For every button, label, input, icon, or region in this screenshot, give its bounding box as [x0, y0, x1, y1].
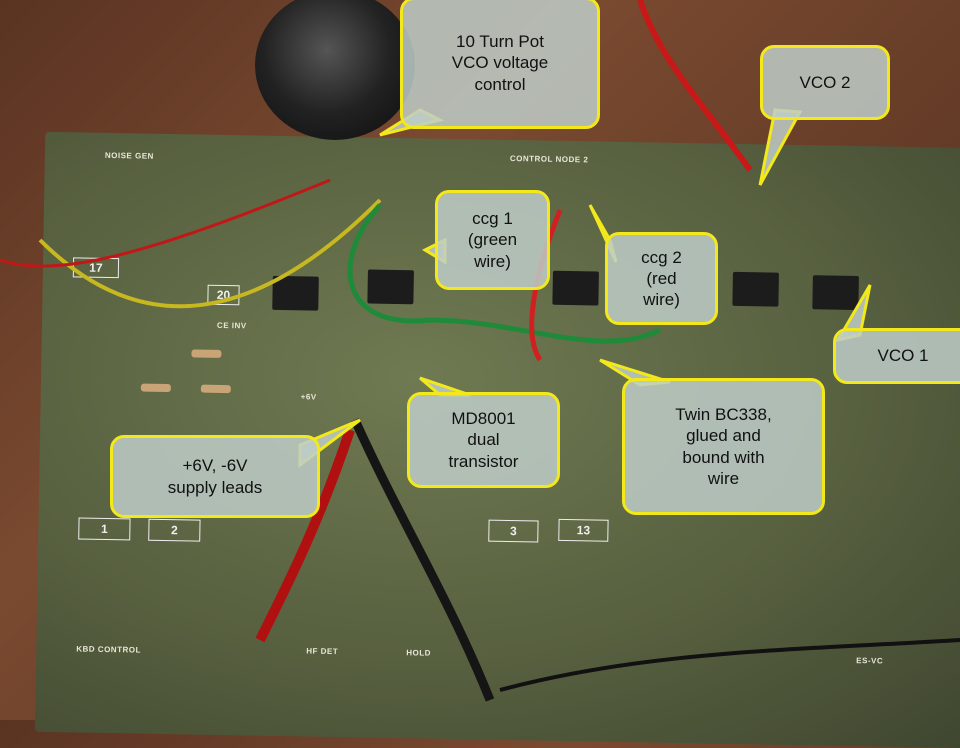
callout-ccg2-text: ccg 2 (red wire) [641, 247, 682, 310]
callout-pot-text: 10 Turn Pot VCO voltage control [451, 32, 549, 94]
callout-supply-text: +6V, -6V supply leads [167, 456, 263, 497]
callout-ccg1-text: ccg 1 (green wire) [467, 209, 518, 271]
callout-md8001-text: MD8001 dual transistor [448, 409, 519, 471]
callout-ccg2: ccg 2 (red wire) [605, 232, 718, 325]
callout-vco2: VCO 2 [760, 45, 890, 120]
callout-md8001: MD8001 dual transistor [407, 392, 560, 488]
callout-vco1: VCO 1 [833, 328, 960, 384]
callout-ccg1: ccg 1 (green wire) [435, 190, 550, 290]
callout-bc338: Twin BC338, glued and bound with wire [622, 378, 825, 515]
wires [0, 0, 960, 702]
callout-pot: 10 Turn Pot VCO voltage control [400, 0, 600, 129]
ten-turn-pot [255, 0, 415, 140]
callout-supply: +6V, -6V supply leads [110, 435, 320, 518]
callout-vco1-text: VCO 1 [877, 346, 929, 366]
callout-vco2-text: VCO 2 [799, 72, 851, 92]
callout-bc338-text: Twin BC338, glued and bound with wire [675, 405, 772, 488]
